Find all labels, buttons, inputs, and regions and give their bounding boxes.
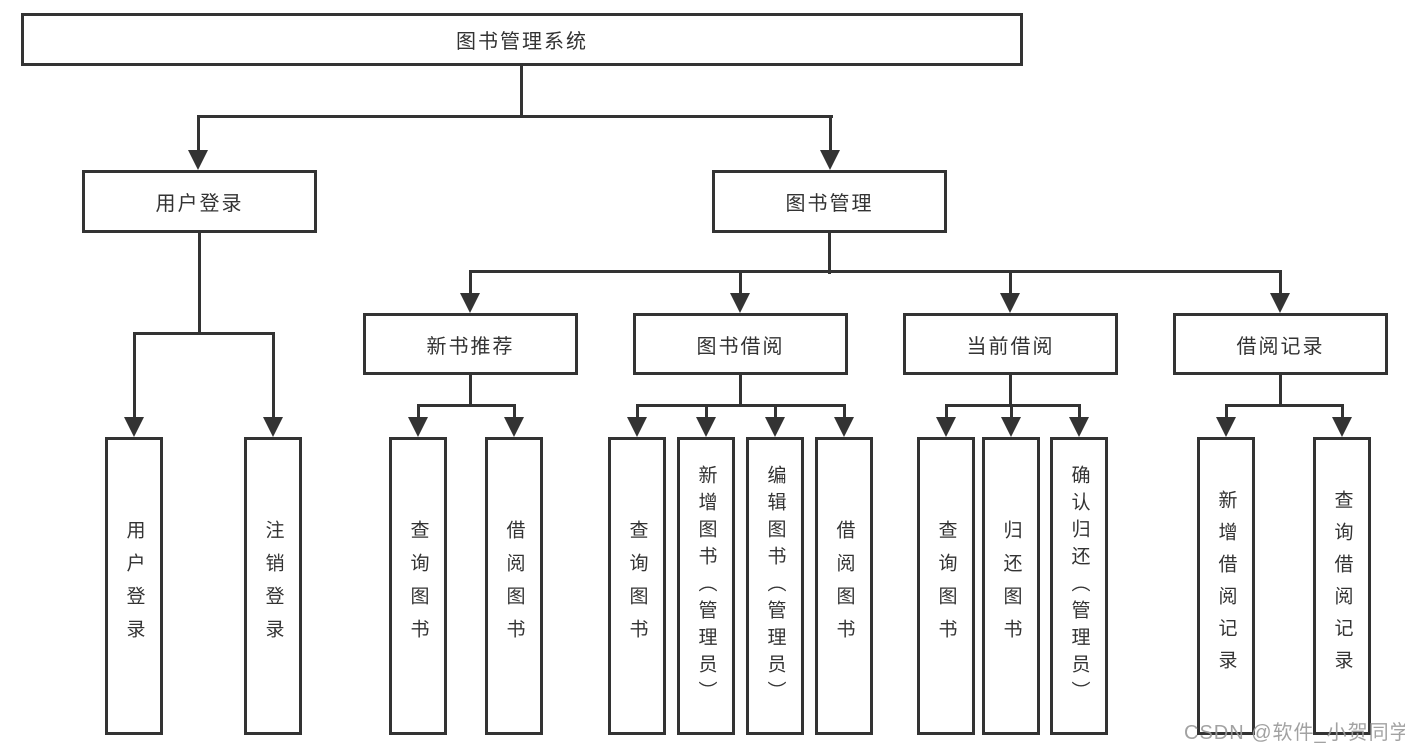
arrow-to-leaf-add-book <box>696 404 716 437</box>
arrow-to-leaf-borrow-books-1 <box>504 404 524 437</box>
leaf-query-books-2: 查询图书 <box>608 437 666 735</box>
connector-records-stem <box>1278 375 1282 406</box>
node-user-login: 用户登录 <box>82 170 317 233</box>
leaf-borrow-books-1: 借阅图书 <box>485 437 543 735</box>
node-book-borrowing: 图书借阅 <box>633 313 848 375</box>
connector-new-book-rail <box>416 404 516 407</box>
leaf-add-borrow-record: 新增借阅记录 <box>1197 437 1255 735</box>
arrow-to-book-borrowing <box>730 270 750 313</box>
leaf-edit-book-admin: 编辑图书（管理员） <box>746 437 804 735</box>
connector-current-stem <box>1008 375 1012 406</box>
arrow-to-leaf-user-login <box>124 332 144 437</box>
connector-book-mgmt-stem <box>827 233 831 274</box>
connector-borrowing-rail <box>635 404 846 407</box>
leaf-add-book-admin: 新增图书（管理员） <box>677 437 735 735</box>
leaf-query-books-1: 查询图书 <box>389 437 447 735</box>
arrow-to-leaf-query-books-2 <box>627 404 647 437</box>
connector-root-rail <box>197 115 833 118</box>
connector-user-login-rail <box>132 332 275 335</box>
leaf-return-books: 归还图书 <box>982 437 1040 735</box>
arrow-to-leaf-return-books <box>1001 404 1021 437</box>
arrow-to-book-management <box>820 115 840 170</box>
connector-current-rail <box>944 404 1081 407</box>
watermark-text: CSDN @软件_小贺同学 <box>1184 722 1405 744</box>
arrow-to-leaf-logout <box>263 332 283 437</box>
arrow-to-leaf-query-books-3 <box>936 404 956 437</box>
arrow-to-new-book-recommend <box>460 270 480 313</box>
leaf-query-borrow-record: 查询借阅记录 <box>1313 437 1371 735</box>
arrow-to-leaf-edit-book <box>765 404 785 437</box>
leaf-confirm-return-admin: 确认归还（管理员） <box>1050 437 1108 735</box>
arrow-to-leaf-borrow-books-2 <box>834 404 854 437</box>
arrow-to-leaf-query-record <box>1332 404 1352 437</box>
arrow-to-user-login <box>188 115 208 170</box>
connector-user-login-stem <box>197 233 201 334</box>
arrow-to-current-borrowing <box>1000 270 1020 313</box>
leaf-logout: 注销登录 <box>244 437 302 735</box>
node-new-book-recommend: 新书推荐 <box>363 313 578 375</box>
node-book-management: 图书管理 <box>712 170 947 233</box>
leaf-borrow-books-2: 借阅图书 <box>815 437 873 735</box>
connector-borrowing-stem <box>738 375 742 406</box>
node-root: 图书管理系统 <box>21 13 1023 66</box>
leaf-query-books-3: 查询图书 <box>917 437 975 735</box>
node-borrowing-records: 借阅记录 <box>1173 313 1388 375</box>
arrow-to-borrowing-records <box>1270 270 1290 313</box>
connector-records-rail <box>1224 404 1344 407</box>
arrow-to-leaf-add-record <box>1216 404 1236 437</box>
arrow-to-leaf-query-books-1 <box>408 404 428 437</box>
connector-book-mgmt-rail <box>468 270 1282 273</box>
node-current-borrowing: 当前借阅 <box>903 313 1118 375</box>
arrow-to-leaf-confirm-return <box>1069 404 1089 437</box>
connector-new-book-stem <box>468 375 472 406</box>
connector-root-stem <box>520 64 523 117</box>
leaf-user-login: 用户登录 <box>105 437 163 735</box>
